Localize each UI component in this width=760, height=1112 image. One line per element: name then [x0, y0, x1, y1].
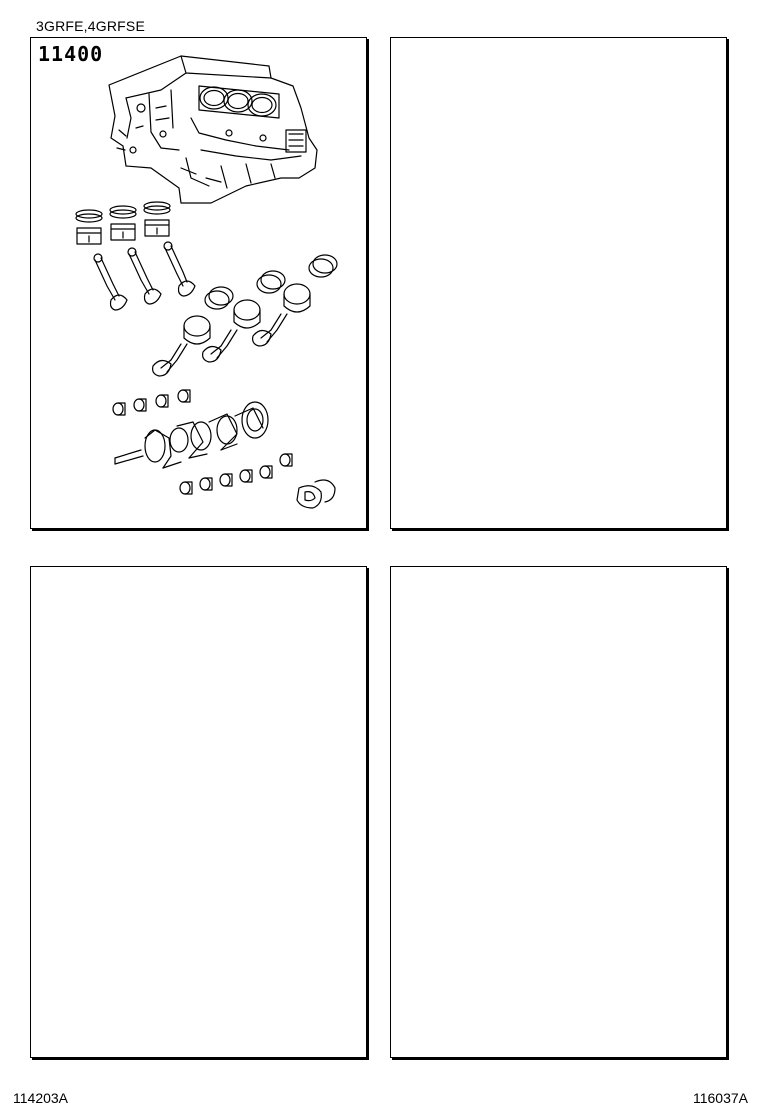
- thrust-washer-icon: [297, 480, 335, 508]
- panel-empty-4: [390, 566, 727, 1058]
- panel-empty-3: [30, 566, 367, 1058]
- piston-ring-set-right-icon: [205, 255, 337, 309]
- crankshaft-icon: [115, 402, 268, 468]
- piston-ring-set-icon: [76, 202, 170, 222]
- footer-left-code: 114203A: [13, 1090, 69, 1106]
- cylinder-block-icon: [109, 56, 317, 203]
- engine-short-block-illustration: [31, 38, 368, 530]
- connecting-rod-icon: [94, 242, 195, 310]
- engine-label: 3GRFE,4GRFSE: [36, 18, 145, 34]
- panel-empty-2: [390, 37, 727, 529]
- panel-short-block[interactable]: 11400: [30, 37, 367, 529]
- piston-right-icon: [184, 284, 310, 344]
- part-number-label: 11400: [38, 42, 104, 66]
- footer-right-code: 116037A: [692, 1090, 748, 1106]
- piston-icon: [77, 220, 169, 244]
- connecting-rod-right-icon: [153, 314, 287, 376]
- main-bearing-upper-icon: [113, 390, 190, 415]
- main-bearing-lower-icon: [180, 454, 292, 494]
